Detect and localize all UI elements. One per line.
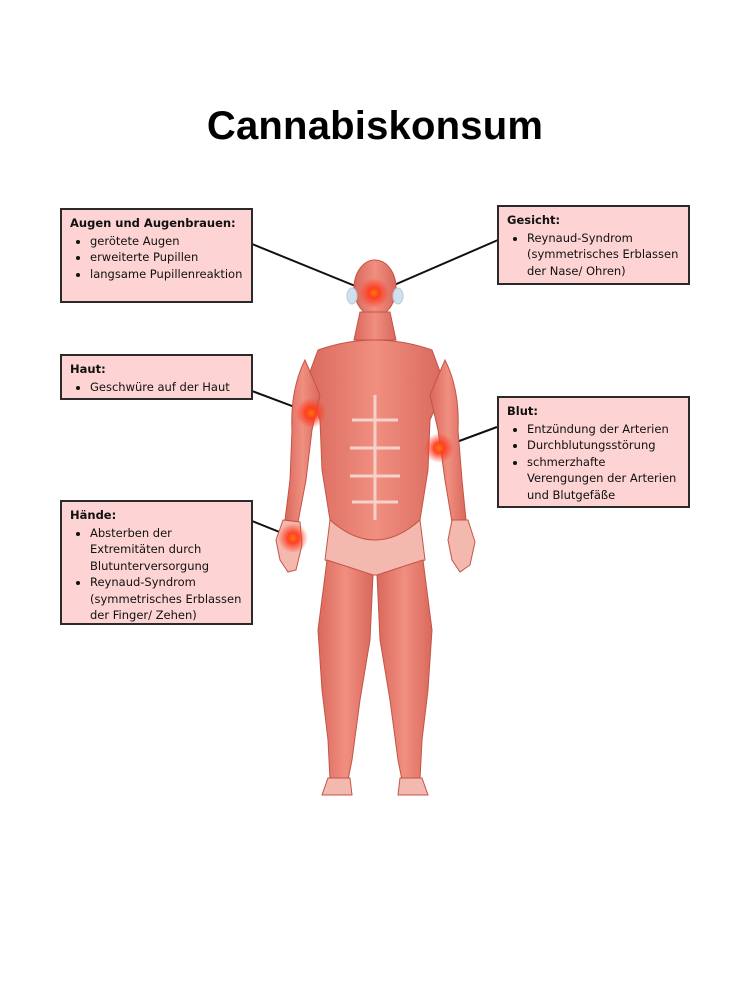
box-haende-list: Absterben der Extremitäten durch Blutunt… — [70, 525, 245, 624]
page-title: Cannabiskonsum — [206, 104, 544, 148]
box-blut: Blut: Entzündung der Arterien Durchblutu… — [497, 396, 690, 508]
list-item: Reynaud-Syndrom (symmetrisches Erblassen… — [527, 230, 682, 280]
hotspot-skin — [296, 398, 326, 428]
box-augen-heading: Augen und Augenbrauen: — [70, 216, 236, 230]
box-haut: Haut: Geschwüre auf der Haut — [60, 354, 253, 400]
box-augen-list: gerötete Augen erweiterte Pupillen langs… — [70, 233, 245, 283]
box-haut-heading: Haut: — [70, 362, 106, 376]
box-haende-heading: Hände: — [70, 508, 117, 522]
hotspots — [278, 278, 454, 553]
list-item: Reynaud-Syndrom (symmetrisches Erblassen… — [90, 574, 245, 624]
human-body-figure — [275, 259, 476, 796]
box-haut-list: Geschwüre auf der Haut — [70, 379, 245, 396]
list-item: Durchblutungsstörung — [527, 437, 682, 454]
box-haende: Hände: Absterben der Extremitäten durch … — [60, 500, 253, 625]
list-item: langsame Pupillenreaktion — [90, 266, 245, 283]
box-gesicht: Gesicht: Reynaud-Syndrom (symmetrisches … — [497, 205, 690, 285]
box-blut-list: Entzündung der Arterien Durchblutungsstö… — [507, 421, 682, 504]
list-item: erweiterte Pupillen — [90, 249, 245, 266]
list-item: schmerzhafte Verengungen der Arterien un… — [527, 454, 682, 504]
box-augen: Augen und Augenbrauen: gerötete Augen er… — [60, 208, 253, 303]
list-item: Entzündung der Arterien — [527, 421, 682, 438]
list-item: Absterben der Extremitäten durch Blutunt… — [90, 525, 245, 575]
hotspot-face — [359, 278, 389, 308]
list-item: gerötete Augen — [90, 233, 245, 250]
hotspot-hand — [278, 523, 308, 553]
hotspot-blood — [424, 433, 454, 463]
box-gesicht-heading: Gesicht: — [507, 213, 561, 227]
box-blut-heading: Blut: — [507, 404, 538, 418]
list-item: Geschwüre auf der Haut — [90, 379, 245, 396]
box-gesicht-list: Reynaud-Syndrom (symmetrisches Erblassen… — [507, 230, 682, 280]
connector-lines — [251, 239, 499, 538]
